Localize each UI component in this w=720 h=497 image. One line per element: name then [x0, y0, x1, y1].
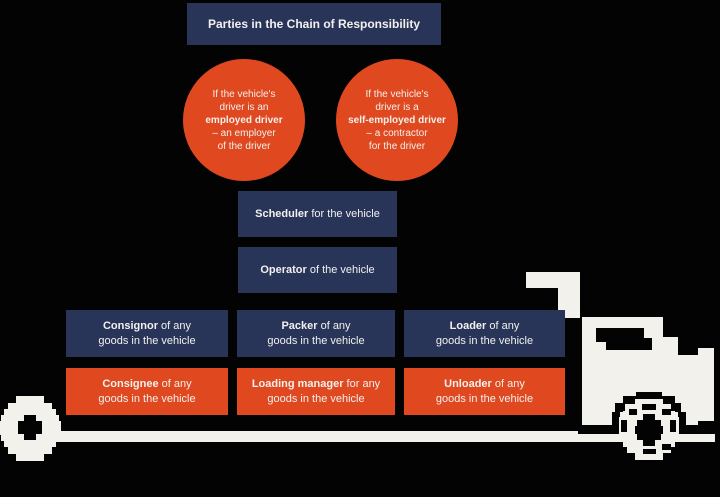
box-line: goods in the vehicle	[435, 392, 534, 405]
circle-line: If the vehicle's	[365, 88, 429, 100]
box-line: goods in the vehicle	[98, 392, 196, 405]
box-line: Consignor of any	[103, 319, 191, 334]
box-rest: of any	[157, 319, 192, 332]
box-line: Packer of any	[281, 319, 350, 334]
scheduler-box: Scheduler for the vehicle	[238, 191, 397, 237]
packer-box: Packer of any goods in the vehicle	[237, 310, 395, 357]
box-rest: of any	[317, 319, 351, 332]
title-banner: Parties in the Chain of Responsibility	[187, 3, 441, 45]
consignee-box: Consignee of any goods in the vehicle	[66, 368, 228, 415]
loader-box: Loader of any goods in the vehicle	[404, 310, 565, 357]
title-text: Parties in the Chain of Responsibility	[207, 17, 421, 31]
box-rest: of any	[158, 377, 192, 390]
wheel-arch	[612, 392, 686, 430]
trailer-wheel	[0, 396, 61, 461]
box-keyword: Consignor	[102, 319, 158, 332]
circle-line: driver is an	[219, 101, 269, 113]
box-rest: of any	[486, 319, 520, 332]
box-line: goods in the vehicle	[435, 334, 534, 347]
consignor-box: Consignor of any goods in the vehicle	[66, 310, 228, 357]
trailer-bed	[55, 431, 715, 442]
box-rest: of the vehicle	[306, 264, 375, 276]
operator-box: Operator of the vehicle	[238, 247, 397, 293]
box-rest: for any	[343, 377, 381, 390]
box-rest: for the vehicle	[308, 208, 380, 220]
circle-line: for the driver	[368, 140, 426, 152]
circle-line-bold: self-employed driver	[348, 114, 446, 126]
box-line: Loading manager for any	[252, 377, 380, 392]
employed-driver-circle: If the vehicle's driver is an employed d…	[183, 59, 305, 181]
box-keyword: Consignee	[102, 377, 159, 390]
box-keyword: Operator	[260, 264, 307, 276]
box-line: Loader of any	[450, 319, 520, 334]
box-line: Consignee of any	[102, 377, 191, 392]
circle-line-bold: employed driver	[205, 114, 283, 126]
box-rest: of any	[491, 377, 525, 390]
circle-line: If the vehicle's	[212, 88, 276, 100]
box-keyword: Packer	[281, 319, 318, 332]
box-keyword: Unloader	[444, 377, 492, 390]
box-line: Scheduler for the vehicle	[255, 208, 380, 220]
box-line: Unloader of any	[444, 377, 525, 392]
circle-line: – an employer	[212, 127, 276, 139]
unloader-box: Unloader of any goods in the vehicle	[404, 368, 565, 415]
circle-line: driver is a	[375, 101, 419, 113]
circle-line: of the driver	[217, 140, 271, 152]
circle-line: – a contractor	[366, 127, 428, 139]
box-keyword: Loading manager	[251, 377, 344, 390]
box-line: Operator of the vehicle	[260, 264, 374, 276]
box-line: goods in the vehicle	[98, 334, 196, 347]
self-employed-driver-circle: If the vehicle's driver is a self-employ…	[336, 59, 458, 181]
loading-manager-box: Loading manager for any goods in the veh…	[237, 368, 395, 415]
truck-front-wheel	[619, 399, 679, 460]
box-keyword: Scheduler	[255, 208, 309, 220]
box-line: goods in the vehicle	[267, 334, 365, 347]
box-line: goods in the vehicle	[267, 392, 365, 405]
box-keyword: Loader	[449, 319, 487, 332]
